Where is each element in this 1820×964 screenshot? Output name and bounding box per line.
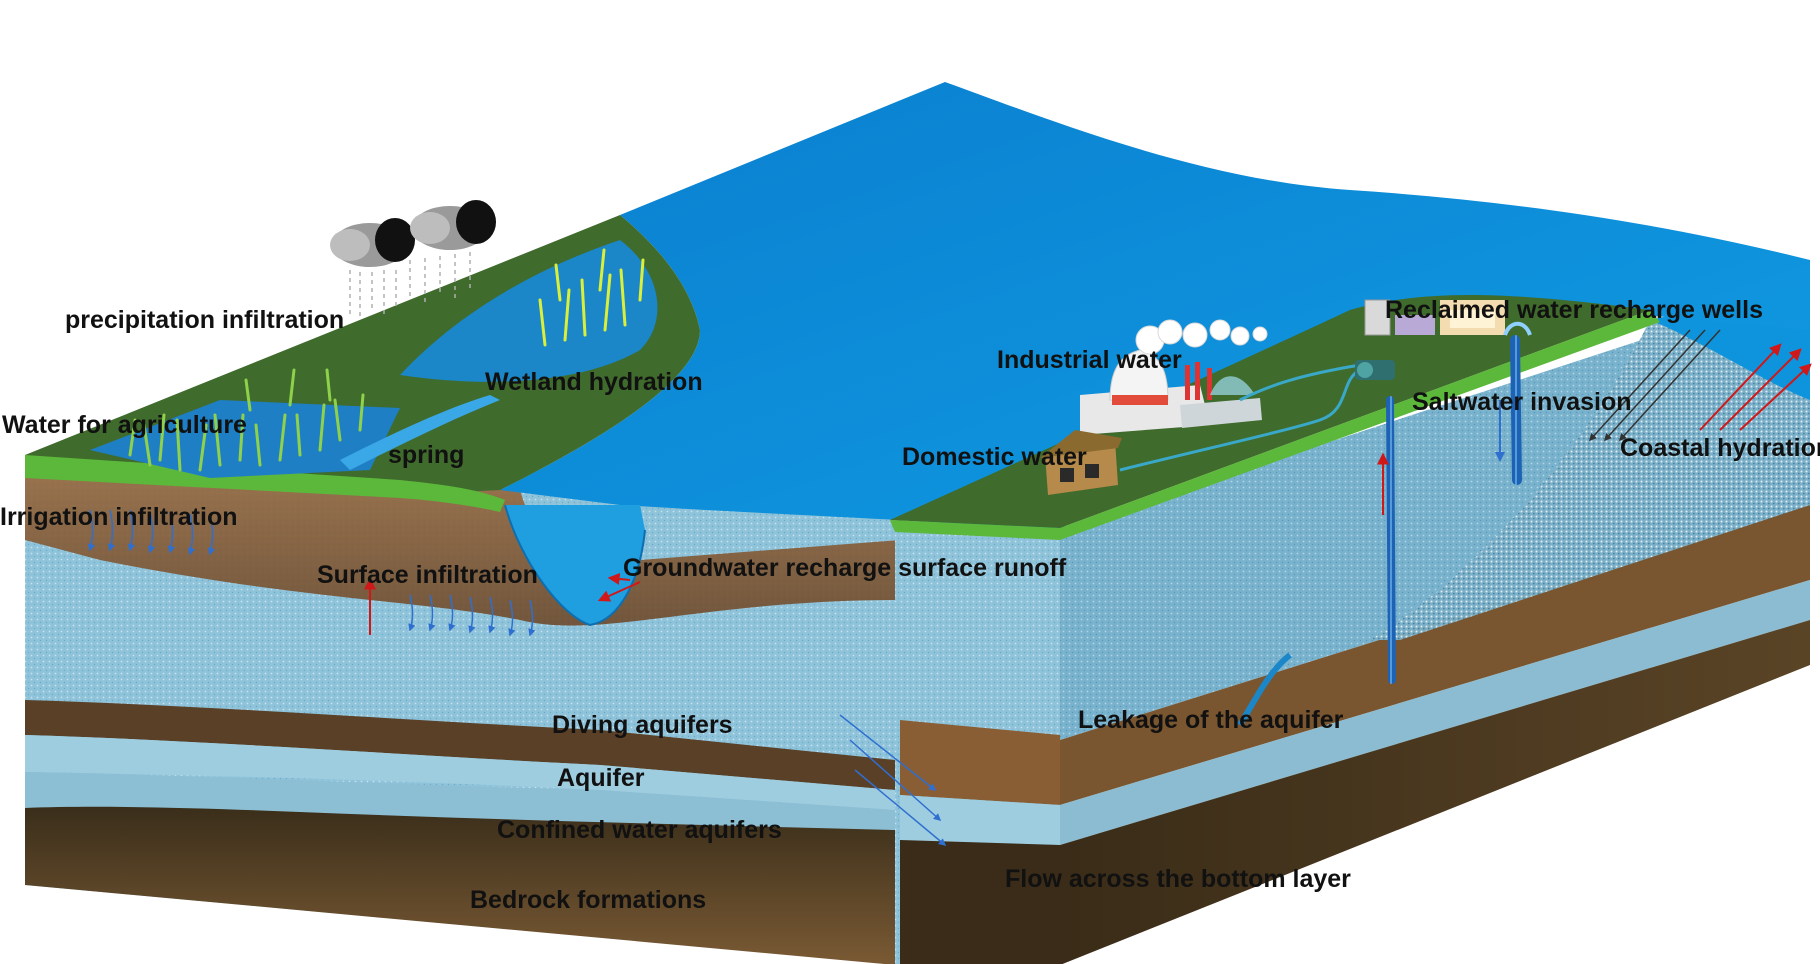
label-flow-bottom: Flow across the bottom layer — [1005, 865, 1351, 893]
label-industrial: Industrial water — [997, 346, 1182, 374]
label-agriculture: Water for agriculture — [2, 411, 247, 439]
label-spring: spring — [388, 441, 465, 469]
irrigation-arrows — [87, 509, 216, 556]
front-face-right — [895, 470, 1060, 964]
label-confined: Confined water aquifers — [497, 816, 782, 844]
water-pipe — [1119, 368, 1361, 472]
surface-infiltration-arrows — [408, 594, 536, 637]
red-flow-arrows — [364, 343, 1812, 635]
leakage-channel — [1237, 652, 1292, 727]
house-icon — [1040, 430, 1122, 495]
cloud-icon — [330, 200, 496, 317]
water-pipe — [1239, 363, 1361, 402]
label-wetland: Wetland hydration — [485, 368, 703, 396]
label-domestic: Domestic water — [902, 443, 1087, 471]
recharge-well — [1510, 335, 1522, 485]
factory-icon — [1080, 319, 1268, 435]
label-gw-recharge: Groundwater recharge surface runoff — [623, 554, 1067, 582]
bottom-flow-arrows — [839, 714, 947, 846]
label-coastal: Coastal hydration — [1620, 434, 1820, 462]
label-aquifer: Aquifer — [557, 764, 645, 792]
reed-icon — [128, 368, 365, 472]
pump-icon — [1355, 360, 1395, 380]
label-surface-infiltration: Surface infiltration — [317, 561, 538, 589]
right-face — [1060, 285, 1810, 964]
label-diving: Diving aquifers — [552, 711, 733, 739]
label-precipitation: precipitation infiltration — [65, 306, 345, 334]
label-reclaimed: Reclaimed water recharge wells — [1385, 296, 1763, 324]
reed-icon — [538, 248, 645, 347]
label-bedrock: Bedrock formations — [470, 886, 707, 914]
label-leakage: Leakage of the aquifer — [1078, 706, 1344, 734]
saltwater-arrows — [1588, 329, 1721, 442]
recharge-well-icon — [1364, 299, 1532, 336]
label-irrigation: Irrigation infiltration — [0, 503, 238, 531]
front-face — [25, 470, 900, 964]
pumping-well — [1386, 396, 1396, 684]
label-saltwater: Saltwater invasion — [1412, 388, 1632, 416]
